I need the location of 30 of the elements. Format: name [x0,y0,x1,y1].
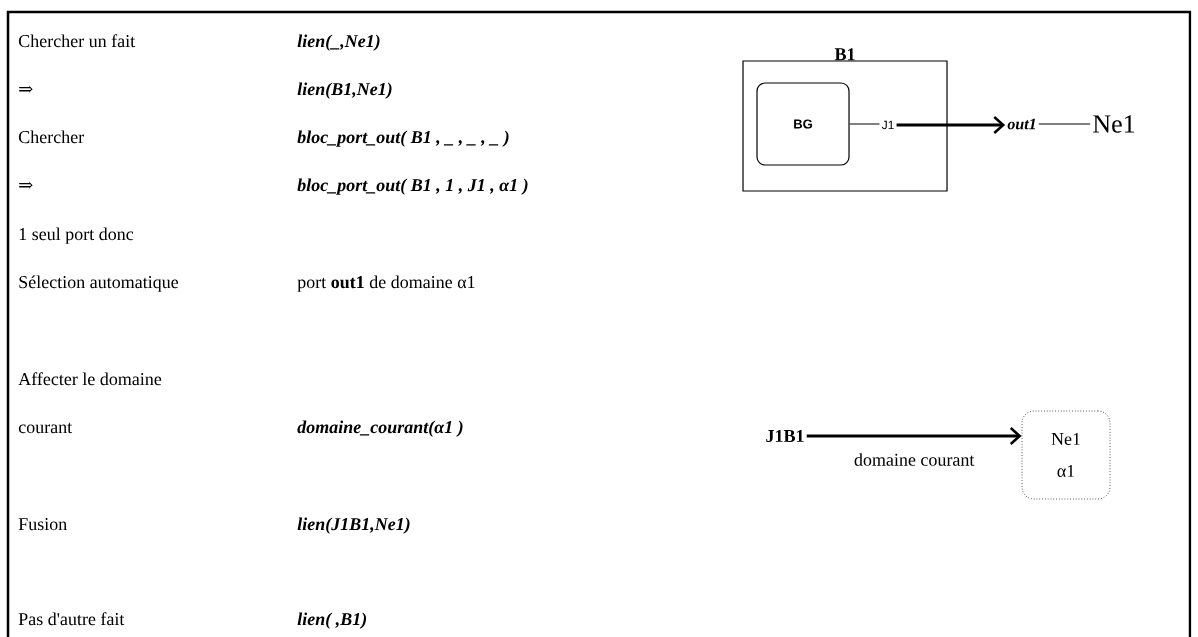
predicate-text: domaine_courant(α1 ) [297,420,463,437]
predicate-text: bloc_port_out( B1 , _ , _ , _ ) [297,130,509,147]
connector-line [1038,123,1091,125]
node-label: B1 [834,48,855,61]
dotted-rounded-box: Ne1 α1 [1021,410,1111,500]
step-text: 1 seul port donc [19,227,134,244]
step-text: Chercher [18,130,84,144]
step-text: courant [18,422,73,434]
predicate-text: lien(B1,Ne1) [297,82,392,99]
arrow [896,116,1006,134]
step-text: Sélection automatique [19,275,179,292]
step-text: port out1 de domaine α1 [297,275,475,292]
edge-label: domaine courant [852,452,976,467]
predicate-text: lien(_,Ne1) [297,34,380,51]
connector-line [849,123,880,125]
implies-symbol: ⇒ [19,181,33,189]
rounded-box: BG [756,82,850,166]
step-text: Affecter le domaine [18,372,162,386]
step-text: Pas d'autre fait [18,612,125,626]
port-label: out1 [1007,118,1036,130]
node-label: Ne1 [1093,115,1135,133]
port-label: J1 [881,120,894,130]
implies-symbol: ⇒ [19,85,33,93]
node-label: J1B1 [766,429,804,443]
predicate-text: bloc_port_out( B1 , 1 , J1 , α1 ) [297,178,528,195]
step-text: Fusion [18,518,67,531]
arrow [806,427,1022,445]
step-text: Chercher un fait [18,34,136,48]
predicate-text: lien( ,B1) [297,612,367,629]
predicate-text: lien(J1B1,Ne1) [297,517,410,534]
